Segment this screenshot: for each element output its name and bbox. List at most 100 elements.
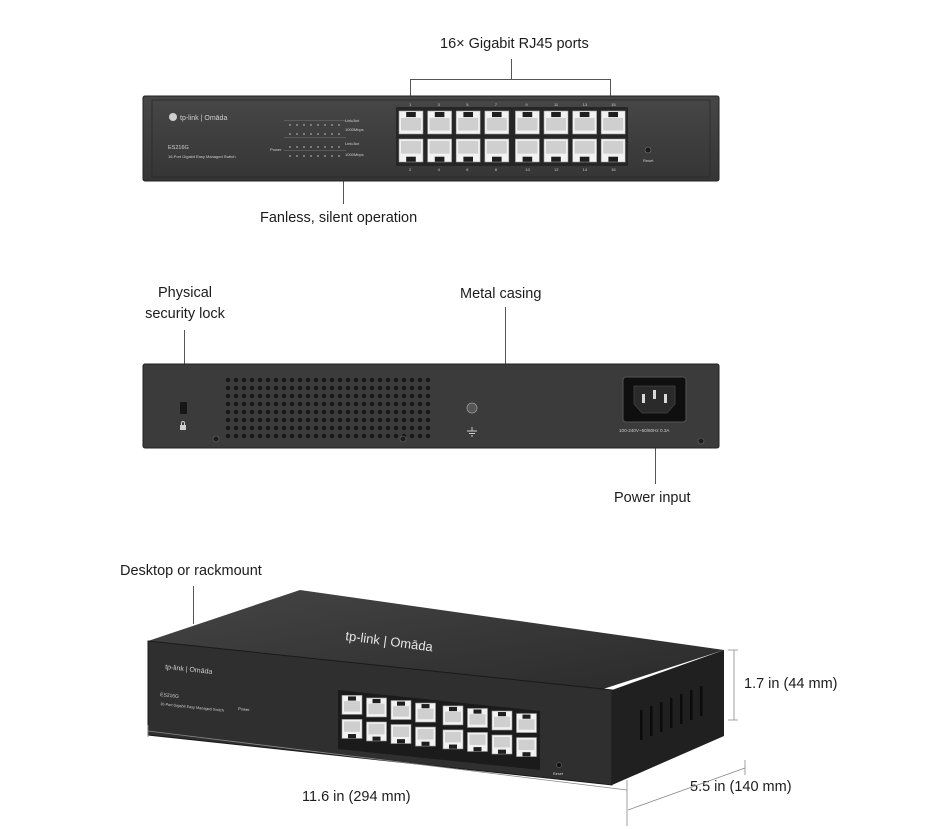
ports-bracket-left <box>410 79 411 101</box>
port-number: 10 <box>525 167 530 172</box>
lock-icon <box>180 421 186 430</box>
rj45-port-icon <box>390 700 412 720</box>
led-indicator <box>331 146 333 148</box>
rear-panel: 100-240V~50/60Hz 0.3A <box>142 363 720 449</box>
security-lock-callout-line1: Physical <box>158 285 212 301</box>
rj45-port-icon <box>390 724 412 744</box>
metal-casing-callout: Metal casing <box>460 286 542 302</box>
persp-ports <box>341 695 537 757</box>
led-indicator <box>317 155 319 157</box>
rj45-port-icon <box>600 110 626 135</box>
led-indicator <box>338 133 340 135</box>
front-legend-1: Link/Act <box>345 118 360 123</box>
front-model: ES216G <box>168 145 189 151</box>
port-number: 3 <box>438 102 441 107</box>
rj45-port-icon <box>415 702 436 723</box>
ports-bracket-top <box>410 79 611 80</box>
ports-bracket-right <box>610 79 611 101</box>
security-lock-slot <box>180 402 187 414</box>
front-reset-label: Reset <box>643 158 654 163</box>
led-indicator <box>303 155 305 157</box>
front-description: 16-Port Gigabit Easy Managed Switch <box>168 154 236 159</box>
rj45-port-icon <box>516 713 537 733</box>
rj45-port-icon <box>515 138 540 163</box>
power-input-callout: Power input <box>614 490 691 506</box>
led-indicator <box>310 124 312 126</box>
persp-brand: tp-link | Omāda <box>165 664 213 676</box>
rj45-port-icon <box>484 110 510 135</box>
led-indicator <box>296 133 298 135</box>
port-number: 11 <box>554 102 559 107</box>
led-indicator <box>338 155 340 157</box>
width-dimension: 11.6 in (294 mm) <box>302 789 411 805</box>
fanless-leader <box>343 180 344 204</box>
front-legend-2: 1000Mbps <box>345 127 364 132</box>
led-indicator <box>338 146 340 148</box>
front-legend-4: 1000Mbps <box>345 152 364 157</box>
persp-reset-label: Reset <box>553 772 564 776</box>
rj45-port-icon <box>366 697 387 718</box>
port-number: 16 <box>611 167 616 172</box>
port-number: 2 <box>409 167 412 172</box>
tp-link-logo-icon <box>169 113 177 121</box>
port-number: 4 <box>438 167 441 172</box>
led-indicator <box>324 124 326 126</box>
persp-reset-icon <box>556 762 562 768</box>
front-power-label: Power <box>270 147 282 152</box>
rj45-port-icon <box>455 110 481 135</box>
height-dimension: 1.7 in (44 mm) <box>744 676 838 692</box>
port-number: 12 <box>554 167 559 172</box>
side-vents <box>640 686 703 740</box>
front-legend-3: Link/Act <box>345 141 360 146</box>
led-indicator <box>303 133 305 135</box>
ground-screw-icon <box>466 402 478 414</box>
rj45-port-icon <box>467 732 488 752</box>
rj45-port-icon <box>543 138 569 163</box>
front-reset-icon <box>644 146 652 154</box>
led-indicator <box>331 124 333 126</box>
port-number: 14 <box>583 167 588 172</box>
port-number: 6 <box>466 167 469 172</box>
led-indicator <box>289 155 291 157</box>
led-indicator <box>310 133 312 135</box>
rj45-port-icon <box>427 110 452 135</box>
ports-bracket-stem <box>511 59 512 79</box>
rj45-port-icon <box>415 726 436 747</box>
led-indicator <box>324 155 326 157</box>
front-brand: tp-link | Omāda <box>180 115 227 122</box>
rj45-port-icon <box>491 734 513 755</box>
rj45-port-icon <box>516 737 537 757</box>
rj45-port-icon <box>543 110 569 135</box>
rj45-port-icon <box>455 138 481 163</box>
rear-vent-grille <box>222 374 434 440</box>
led-indicator <box>296 124 298 126</box>
rj45-port-icon <box>366 721 387 742</box>
rj45-port-icon <box>341 695 363 715</box>
security-lock-leader <box>184 330 185 390</box>
led-indicator <box>317 124 319 126</box>
led-indicator <box>331 133 333 135</box>
led-indicator <box>317 133 319 135</box>
led-indicator <box>296 146 298 148</box>
rj45-port-icon <box>572 110 597 135</box>
rear-screw-icon <box>399 435 407 443</box>
height-dimension-line <box>728 649 738 721</box>
rj45-port-icon <box>442 729 464 750</box>
led-indicator <box>303 124 305 126</box>
led-indicator <box>310 146 312 148</box>
led-indicator <box>338 124 340 126</box>
port-number: 9 <box>525 102 528 107</box>
desktop-leader <box>193 586 194 624</box>
perspective-view: tp-link | Omāda tp-link | Omāda ES216G 1… <box>147 590 746 826</box>
port-number: 5 <box>466 102 469 107</box>
rear-screw-icon <box>212 435 220 443</box>
security-lock-callout-line2: security lock <box>145 306 225 322</box>
rj45-port-icon <box>467 708 488 728</box>
fanless-callout: Fanless, silent operation <box>260 210 418 226</box>
switch-side-face <box>612 650 724 785</box>
port-number: 8 <box>495 167 498 172</box>
persp-power-label: Power <box>238 706 250 712</box>
rj45-port-icon <box>398 138 424 163</box>
